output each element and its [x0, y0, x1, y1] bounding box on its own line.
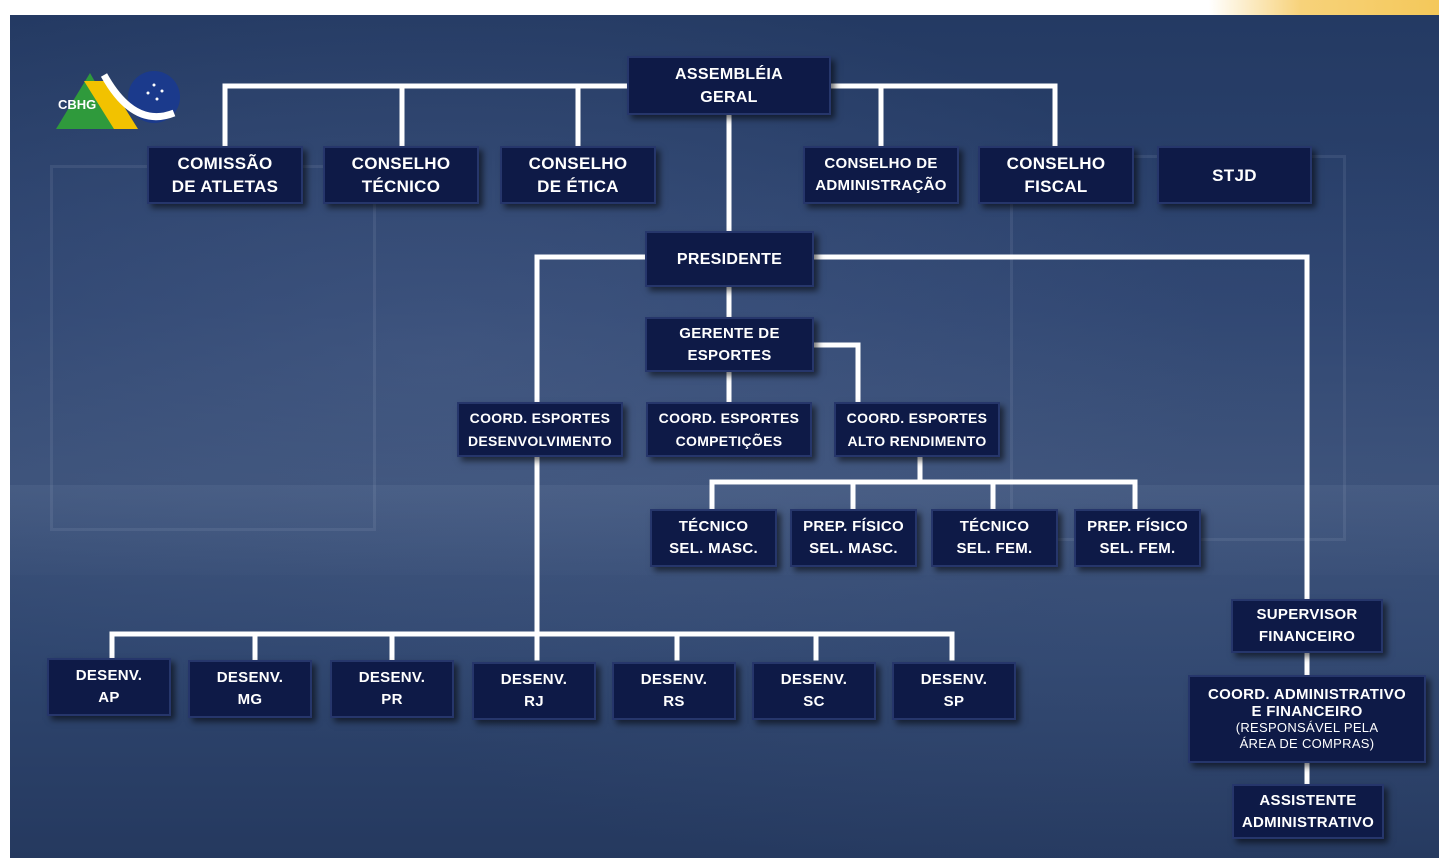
node-conselho-tecnico: CONSELHO TÉCNICO: [323, 146, 479, 204]
node-conselho-fiscal: CONSELHO FISCAL: [978, 146, 1134, 204]
line-gerente-alto-rendimento: [811, 342, 861, 405]
node-assembleia-geral: ASSEMBLÉIA GERAL: [627, 56, 831, 115]
node-desenv-rs: DESENV. RS: [612, 662, 736, 720]
node-tecnico-sel-fem: TÉCNICO SEL. FEM.: [931, 509, 1058, 567]
corner-accent: [1209, 0, 1439, 15]
node-desenv-mg: DESENV. MG: [188, 660, 312, 718]
node-tecnico-sel-masc: TÉCNICO SEL. MASC.: [650, 509, 777, 567]
connector-lines: [109, 83, 1310, 787]
node-presidente: PRESIDENTE: [645, 231, 814, 287]
line-desenv-bar: [109, 631, 955, 661]
line-presidente-supervisor: [811, 254, 1310, 602]
node-coord-administrativo-financeiro: COORD. ADMINISTRATIVO E FINANCEIRO (RESP…: [1188, 675, 1426, 763]
coord-adm-fin-title: COORD. ADMINISTRATIVO E FINANCEIRO: [1208, 686, 1406, 720]
node-comissao-atletas: COMISSÃO DE ATLETAS: [147, 146, 303, 204]
node-conselho-administracao: CONSELHO DE ADMINISTRAÇÃO: [803, 146, 959, 204]
node-desenv-rj: DESENV. RJ: [472, 662, 596, 720]
node-coord-competicoes: COORD. ESPORTES COMPETIÇÕES: [646, 402, 812, 457]
node-supervisor-financeiro: SUPERVISOR FINANCEIRO: [1231, 599, 1383, 653]
node-gerente-esportes: GERENTE DE ESPORTES: [645, 317, 814, 372]
node-prep-fisico-sel-fem: PREP. FÍSICO SEL. FEM.: [1074, 509, 1201, 567]
node-coord-alto-rendimento: COORD. ESPORTES ALTO RENDIMENTO: [834, 402, 1000, 457]
node-prep-fisico-sel-masc: PREP. FÍSICO SEL. MASC.: [790, 509, 917, 567]
line-alto-rendimento-bar: [709, 479, 1138, 512]
node-conselho-etica: CONSELHO DE ÉTICA: [500, 146, 656, 204]
node-coord-desenvolvimento: COORD. ESPORTES DESENVOLVIMENTO: [457, 402, 623, 457]
node-stjd: STJD: [1157, 146, 1312, 204]
node-desenv-ap: DESENV. AP: [47, 658, 171, 716]
line-presidente-desenvolvimento: [534, 254, 648, 405]
node-desenv-pr: DESENV. PR: [330, 660, 454, 718]
coord-adm-fin-note: (RESPONSÁVEL PELA ÁREA DE COMPRAS): [1235, 720, 1379, 751]
logo-text: CBHG: [58, 97, 97, 112]
node-desenv-sc: DESENV. SC: [752, 662, 876, 720]
cbhg-logo: [56, 71, 180, 129]
node-assistente-administrativo: ASSISTENTE ADMINISTRATIVO: [1232, 784, 1384, 839]
node-desenv-sp: DESENV. SP: [892, 662, 1016, 720]
org-chart-canvas: CBHG ASSEMBLÉIA GERAL COMISSÃO DE ATLETA…: [10, 15, 1439, 858]
